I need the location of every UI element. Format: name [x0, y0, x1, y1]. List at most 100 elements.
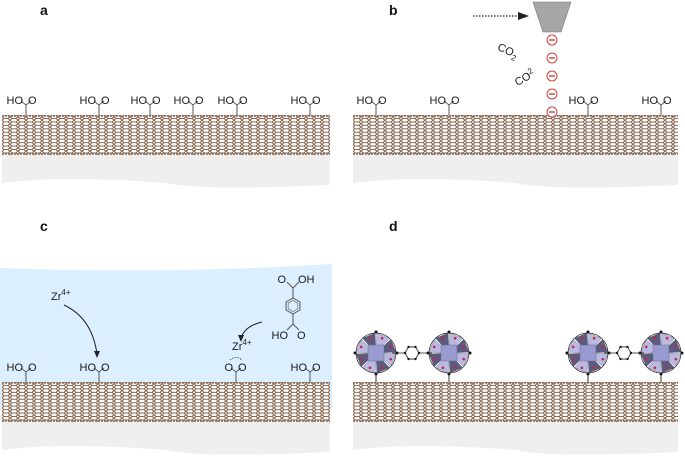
carbon-atom — [659, 330, 663, 334]
bond — [448, 100, 455, 106]
oxygen-atom — [453, 336, 457, 340]
bond — [231, 100, 238, 106]
carbon-nanotube — [353, 115, 678, 155]
oxygen-atom — [592, 366, 596, 370]
oxygen-atom — [432, 357, 436, 361]
hydroxyl-label: HO — [291, 362, 308, 374]
carbon-atom — [407, 357, 410, 361]
carboxylic-acid-group: HO O — [291, 362, 321, 382]
hydroxyl-label: HO — [131, 95, 148, 107]
carbon-atom — [619, 345, 622, 349]
oxygen-label: O — [451, 95, 460, 107]
panel-label-c: c — [40, 218, 48, 234]
hydroxyl-label: HO — [174, 95, 191, 107]
carbon-atom — [374, 330, 378, 334]
carbon-atom — [407, 345, 410, 349]
oxygen-atom — [389, 357, 393, 361]
oxygen-atom — [368, 366, 372, 370]
bond — [98, 367, 105, 373]
oxygen-label: O — [224, 362, 233, 374]
carboxylic-acid-group: HO O — [357, 95, 387, 115]
carbon-atom — [680, 351, 684, 355]
oxygen-label: O — [28, 95, 37, 107]
mof-cluster — [426, 330, 472, 382]
nanotube-lattice — [2, 115, 330, 155]
coordination-bond — [229, 357, 243, 361]
oxygen-label: O — [238, 362, 247, 374]
bond — [660, 100, 667, 106]
carbon-nanotube — [353, 382, 678, 422]
benzene-inner-ring — [287, 300, 299, 312]
bond — [93, 367, 100, 373]
bond — [236, 100, 243, 106]
carbon-atom — [626, 345, 629, 349]
bond — [235, 367, 242, 373]
oxygen-atom — [441, 366, 445, 370]
oxygen-atom — [653, 336, 657, 340]
bond — [370, 100, 377, 106]
bond — [149, 100, 156, 106]
carbon-atom — [414, 357, 417, 361]
mof-cluster — [638, 330, 684, 382]
oxygen-atom — [674, 357, 678, 361]
hydroxyl-label: OH — [298, 274, 315, 286]
cluster-core — [579, 344, 597, 362]
bond — [187, 100, 194, 106]
oxygen-label: O — [152, 95, 161, 107]
carbon-atom — [565, 351, 569, 355]
mof-cluster — [565, 330, 611, 382]
hydroxyl-label: HO — [430, 95, 447, 107]
bond — [192, 100, 199, 106]
co2-label: CO2 — [495, 41, 520, 63]
electron — [546, 88, 558, 100]
oxygen-label: O — [312, 362, 321, 374]
oxygen-atom — [359, 345, 363, 349]
oxygen-atom — [462, 345, 466, 349]
panel-d-drawing — [353, 330, 684, 455]
oxygen-label: O — [297, 330, 306, 342]
substrate — [353, 422, 678, 455]
oxygen-label: O — [590, 95, 599, 107]
carboxylic-acid-group: HO O — [131, 95, 161, 115]
oxygen-atom — [380, 336, 384, 340]
bond — [292, 323, 300, 331]
bdc-linker — [604, 345, 644, 361]
hydroxyl-label: HO — [642, 95, 659, 107]
carbon-atom — [414, 345, 417, 349]
oxygen-atom — [580, 366, 584, 370]
bond — [443, 100, 450, 106]
hydroxyl-label: HO — [357, 95, 374, 107]
bond — [144, 100, 151, 106]
panel-label-d: d — [389, 218, 398, 234]
bdc-linker — [392, 345, 432, 361]
nanotube-lattice — [2, 382, 330, 422]
carbon-atom — [353, 351, 357, 355]
oxygen-label: O — [101, 95, 110, 107]
electron-source-nozzle — [532, 1, 572, 33]
substrate — [353, 155, 678, 188]
bond — [587, 100, 594, 106]
arrow-head-icon — [518, 12, 529, 20]
oxygen-atom — [571, 345, 575, 349]
oxygen-atom — [432, 345, 436, 349]
oxygen-atom — [665, 336, 669, 340]
oxygen-label: O — [378, 95, 387, 107]
carboxylic-acid-group: HO O — [174, 95, 204, 115]
co2-label: CO2 — [512, 66, 538, 89]
mof-cluster — [353, 330, 399, 382]
bond — [309, 367, 316, 373]
oxygen-atom — [644, 345, 648, 349]
oxygen-atom — [453, 366, 457, 370]
hydroxyl-label: HO — [272, 330, 289, 342]
carboxylic-acid-group: HO O — [7, 95, 37, 115]
hydroxyl-label: HO — [7, 95, 24, 107]
oxygen-label: O — [195, 95, 204, 107]
bond — [655, 100, 662, 106]
oxygen-atom — [380, 366, 384, 370]
